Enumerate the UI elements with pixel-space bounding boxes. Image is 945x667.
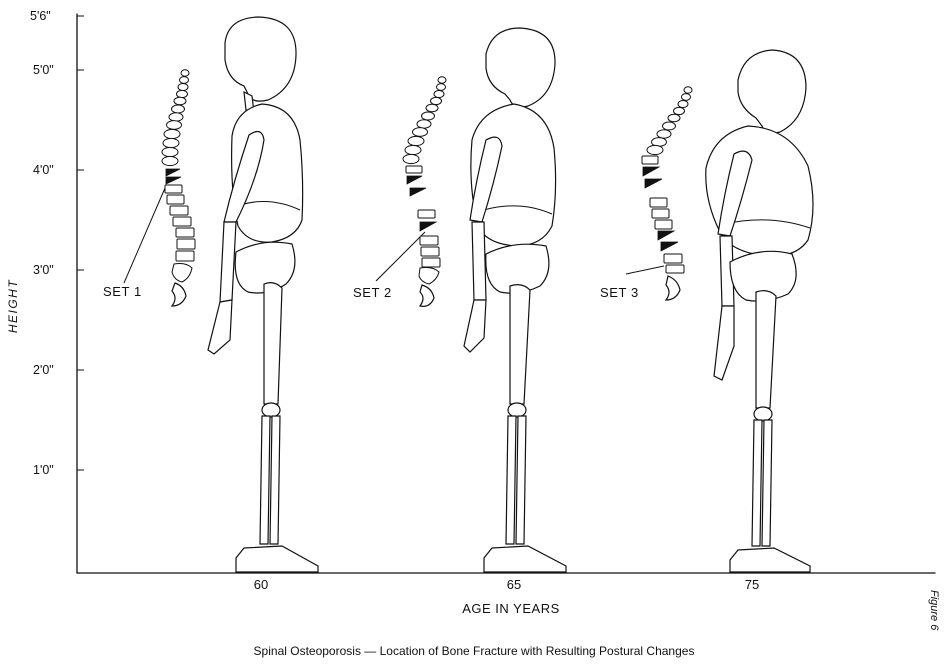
skeleton-age-65: [464, 28, 566, 572]
y-tick-labels: 5'6" 5'0" 4'0" 3'0" 2'0" 1'0": [30, 9, 54, 477]
set-label-1: SET 1: [103, 284, 142, 299]
figure-age-75: [626, 50, 813, 572]
set-label-3: SET 3: [600, 285, 639, 300]
margin-note: Figure 6: [928, 590, 940, 631]
fibula: [516, 416, 526, 544]
y-tick-label: 5'6": [30, 9, 51, 23]
tibia: [752, 420, 762, 546]
femur: [264, 283, 282, 404]
fractured-vertebrae: [407, 176, 436, 231]
x-axis-title: AGE IN YEARS: [462, 601, 560, 616]
hand: [464, 300, 486, 352]
foot: [236, 546, 318, 572]
y-tick-label: 5'0": [33, 63, 54, 77]
spine-set-3: [626, 87, 692, 300]
figure-caption: Spinal Osteoporosis — Location of Bone F…: [254, 644, 695, 658]
x-tick-label: 60: [254, 577, 268, 592]
knee: [508, 403, 526, 417]
pointer-line: [376, 232, 425, 281]
tibia: [260, 416, 270, 544]
skull: [225, 17, 296, 101]
skeleton-age-75: [706, 50, 813, 572]
vertebrae-column: [162, 70, 195, 306]
y-tick-label: 3'0": [33, 263, 54, 277]
knee: [754, 407, 772, 421]
skeleton-age-60: [208, 17, 318, 572]
fibula: [762, 420, 772, 546]
y-axis-title: HEIGHT: [6, 279, 20, 334]
spine-set-2: [376, 77, 446, 307]
knee: [262, 403, 280, 417]
x-tick-label: 75: [745, 577, 759, 592]
spine-set-1: [124, 70, 195, 306]
fractured-vertebrae: [166, 169, 181, 184]
foot: [484, 546, 566, 572]
skull: [486, 28, 555, 107]
femur: [756, 291, 776, 408]
set-label-2: SET 2: [353, 285, 392, 300]
vertebrae-column: [403, 77, 446, 307]
hand: [208, 300, 232, 354]
x-tick-label: 65: [507, 577, 521, 592]
y-tick-label: 2'0": [33, 363, 54, 377]
pointer-line: [124, 188, 165, 283]
hand: [714, 306, 734, 380]
skull: [738, 50, 806, 133]
figure-age-65: [376, 28, 566, 572]
vertebrae-column: [642, 87, 692, 300]
x-tick-labels: 60 65 75: [254, 577, 759, 592]
pointer-line: [626, 266, 664, 274]
tibia: [506, 416, 516, 544]
foot: [730, 548, 810, 572]
y-tick-label: 1'0": [33, 463, 54, 477]
y-tick-label: 4'0": [33, 163, 54, 177]
forearm: [472, 222, 486, 300]
axes: [77, 14, 935, 573]
fibula: [270, 416, 280, 544]
femur: [510, 285, 530, 404]
forearm: [220, 222, 236, 302]
figure-age-60: [124, 17, 318, 572]
